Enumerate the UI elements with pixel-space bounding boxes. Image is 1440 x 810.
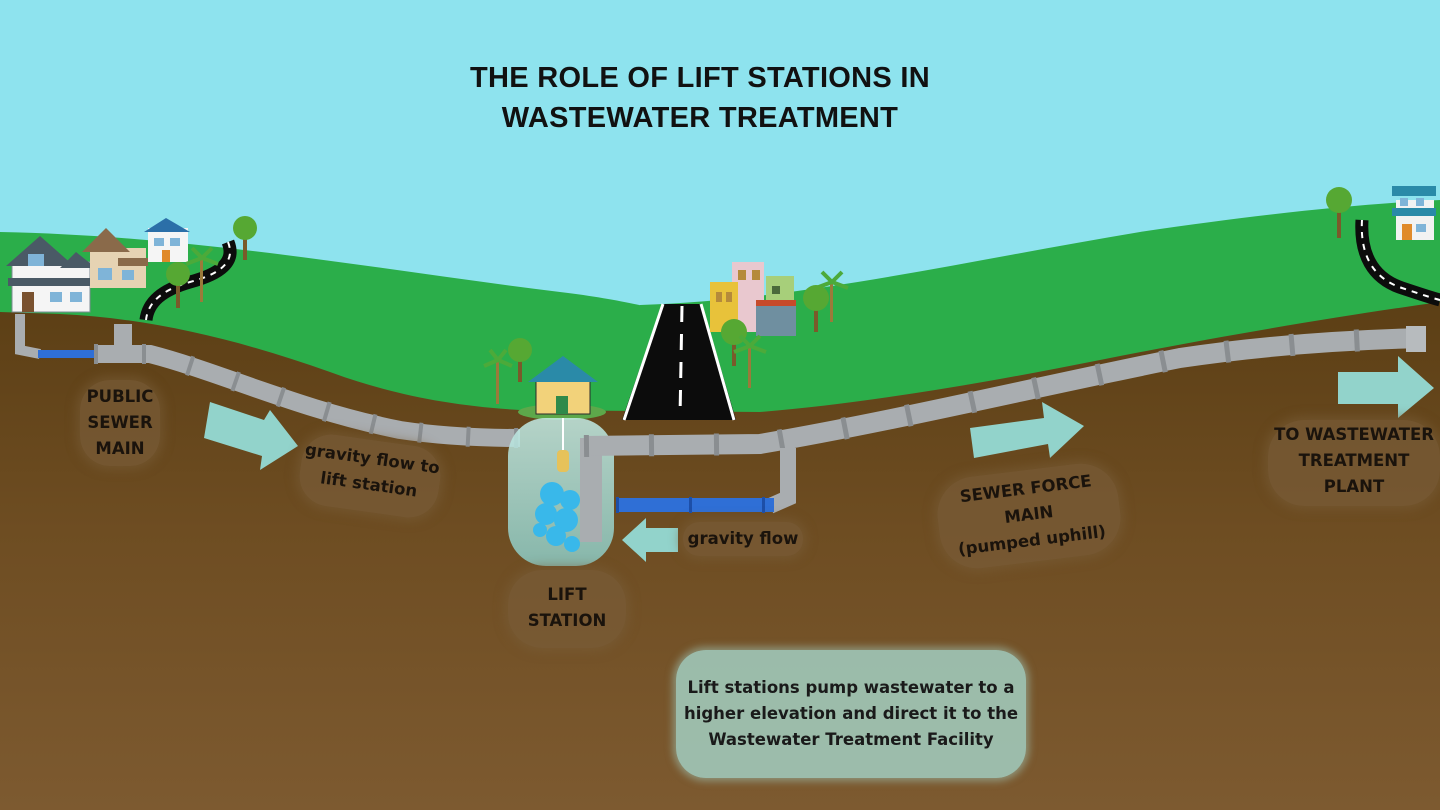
winding-road-right-marking — [1360, 219, 1440, 301]
palm-tree-icon — [815, 270, 849, 322]
label-line: TREATMENT — [1298, 451, 1410, 470]
pump-water-icon — [533, 482, 580, 552]
force-main-end-cap — [1406, 326, 1426, 352]
road-edge-right — [699, 303, 736, 421]
lift-station-building-icon — [518, 356, 606, 420]
label-line: LIFT — [547, 585, 587, 604]
page-title: THE ROLE OF LIFT STATIONS IN WASTEWATER … — [400, 58, 1000, 138]
caption-line: Wastewater Treatment Facility — [708, 730, 994, 749]
treatment-plant-label: TO WASTEWATER TREATMENT PLANT — [1268, 420, 1440, 506]
palm-tree-icon — [733, 334, 767, 388]
gravity-flow-left-arrow — [622, 518, 678, 562]
label-line: MAIN — [95, 439, 145, 458]
tree-icon — [233, 216, 257, 260]
branch-riser-pipe — [766, 448, 796, 514]
road-edge-left — [622, 303, 665, 421]
public-sewer-main-pipe — [94, 345, 521, 447]
to-plant-arrow — [1338, 356, 1434, 418]
tree-icon — [1326, 187, 1352, 238]
label-line: SEWER — [87, 413, 153, 432]
label-line: TO WASTEWATER — [1274, 425, 1434, 444]
house-blue-roof-icon — [144, 218, 190, 262]
sewer-force-main-pipe — [583, 328, 1425, 456]
house-white-icon — [6, 236, 96, 313]
palm-tree-icon — [483, 348, 513, 404]
road — [622, 304, 736, 420]
tree-icon — [166, 262, 190, 308]
lift-station-label: LIFT STATION — [508, 570, 626, 648]
summary-caption: Lift stations pump wastewater to a highe… — [676, 650, 1026, 778]
tree-icon — [803, 285, 829, 332]
label-line: PUBLIC — [86, 387, 154, 406]
label-line: STATION — [527, 611, 607, 630]
house-teal-roof-icon — [1392, 186, 1436, 240]
caption-line: Lift stations pump wastewater to a — [687, 678, 1015, 697]
force-main-arrow — [970, 402, 1084, 458]
palm-tree-icon — [185, 246, 219, 302]
title-line-2: WASTEWATER TREATMENT — [501, 102, 899, 134]
tree-icon — [508, 338, 532, 382]
label-line: PLANT — [1323, 477, 1385, 496]
road-center-line — [678, 305, 684, 419]
gravity-flow-arrow — [204, 402, 298, 470]
discharge-riser-pipe — [580, 438, 602, 542]
public-sewer-main-label: PUBLIC SEWER MAIN — [80, 380, 160, 466]
gravity-flow-label: gravity flow — [683, 522, 803, 556]
title-line-1: THE ROLE OF LIFT STATIONS IN — [469, 62, 931, 94]
caption-line: higher elevation and direct it to the — [683, 704, 1019, 723]
winding-road-left-marking — [145, 241, 231, 321]
float-switch-icon — [557, 450, 569, 472]
service-pipe-drop — [15, 314, 41, 359]
house-tan-icon — [82, 228, 148, 288]
